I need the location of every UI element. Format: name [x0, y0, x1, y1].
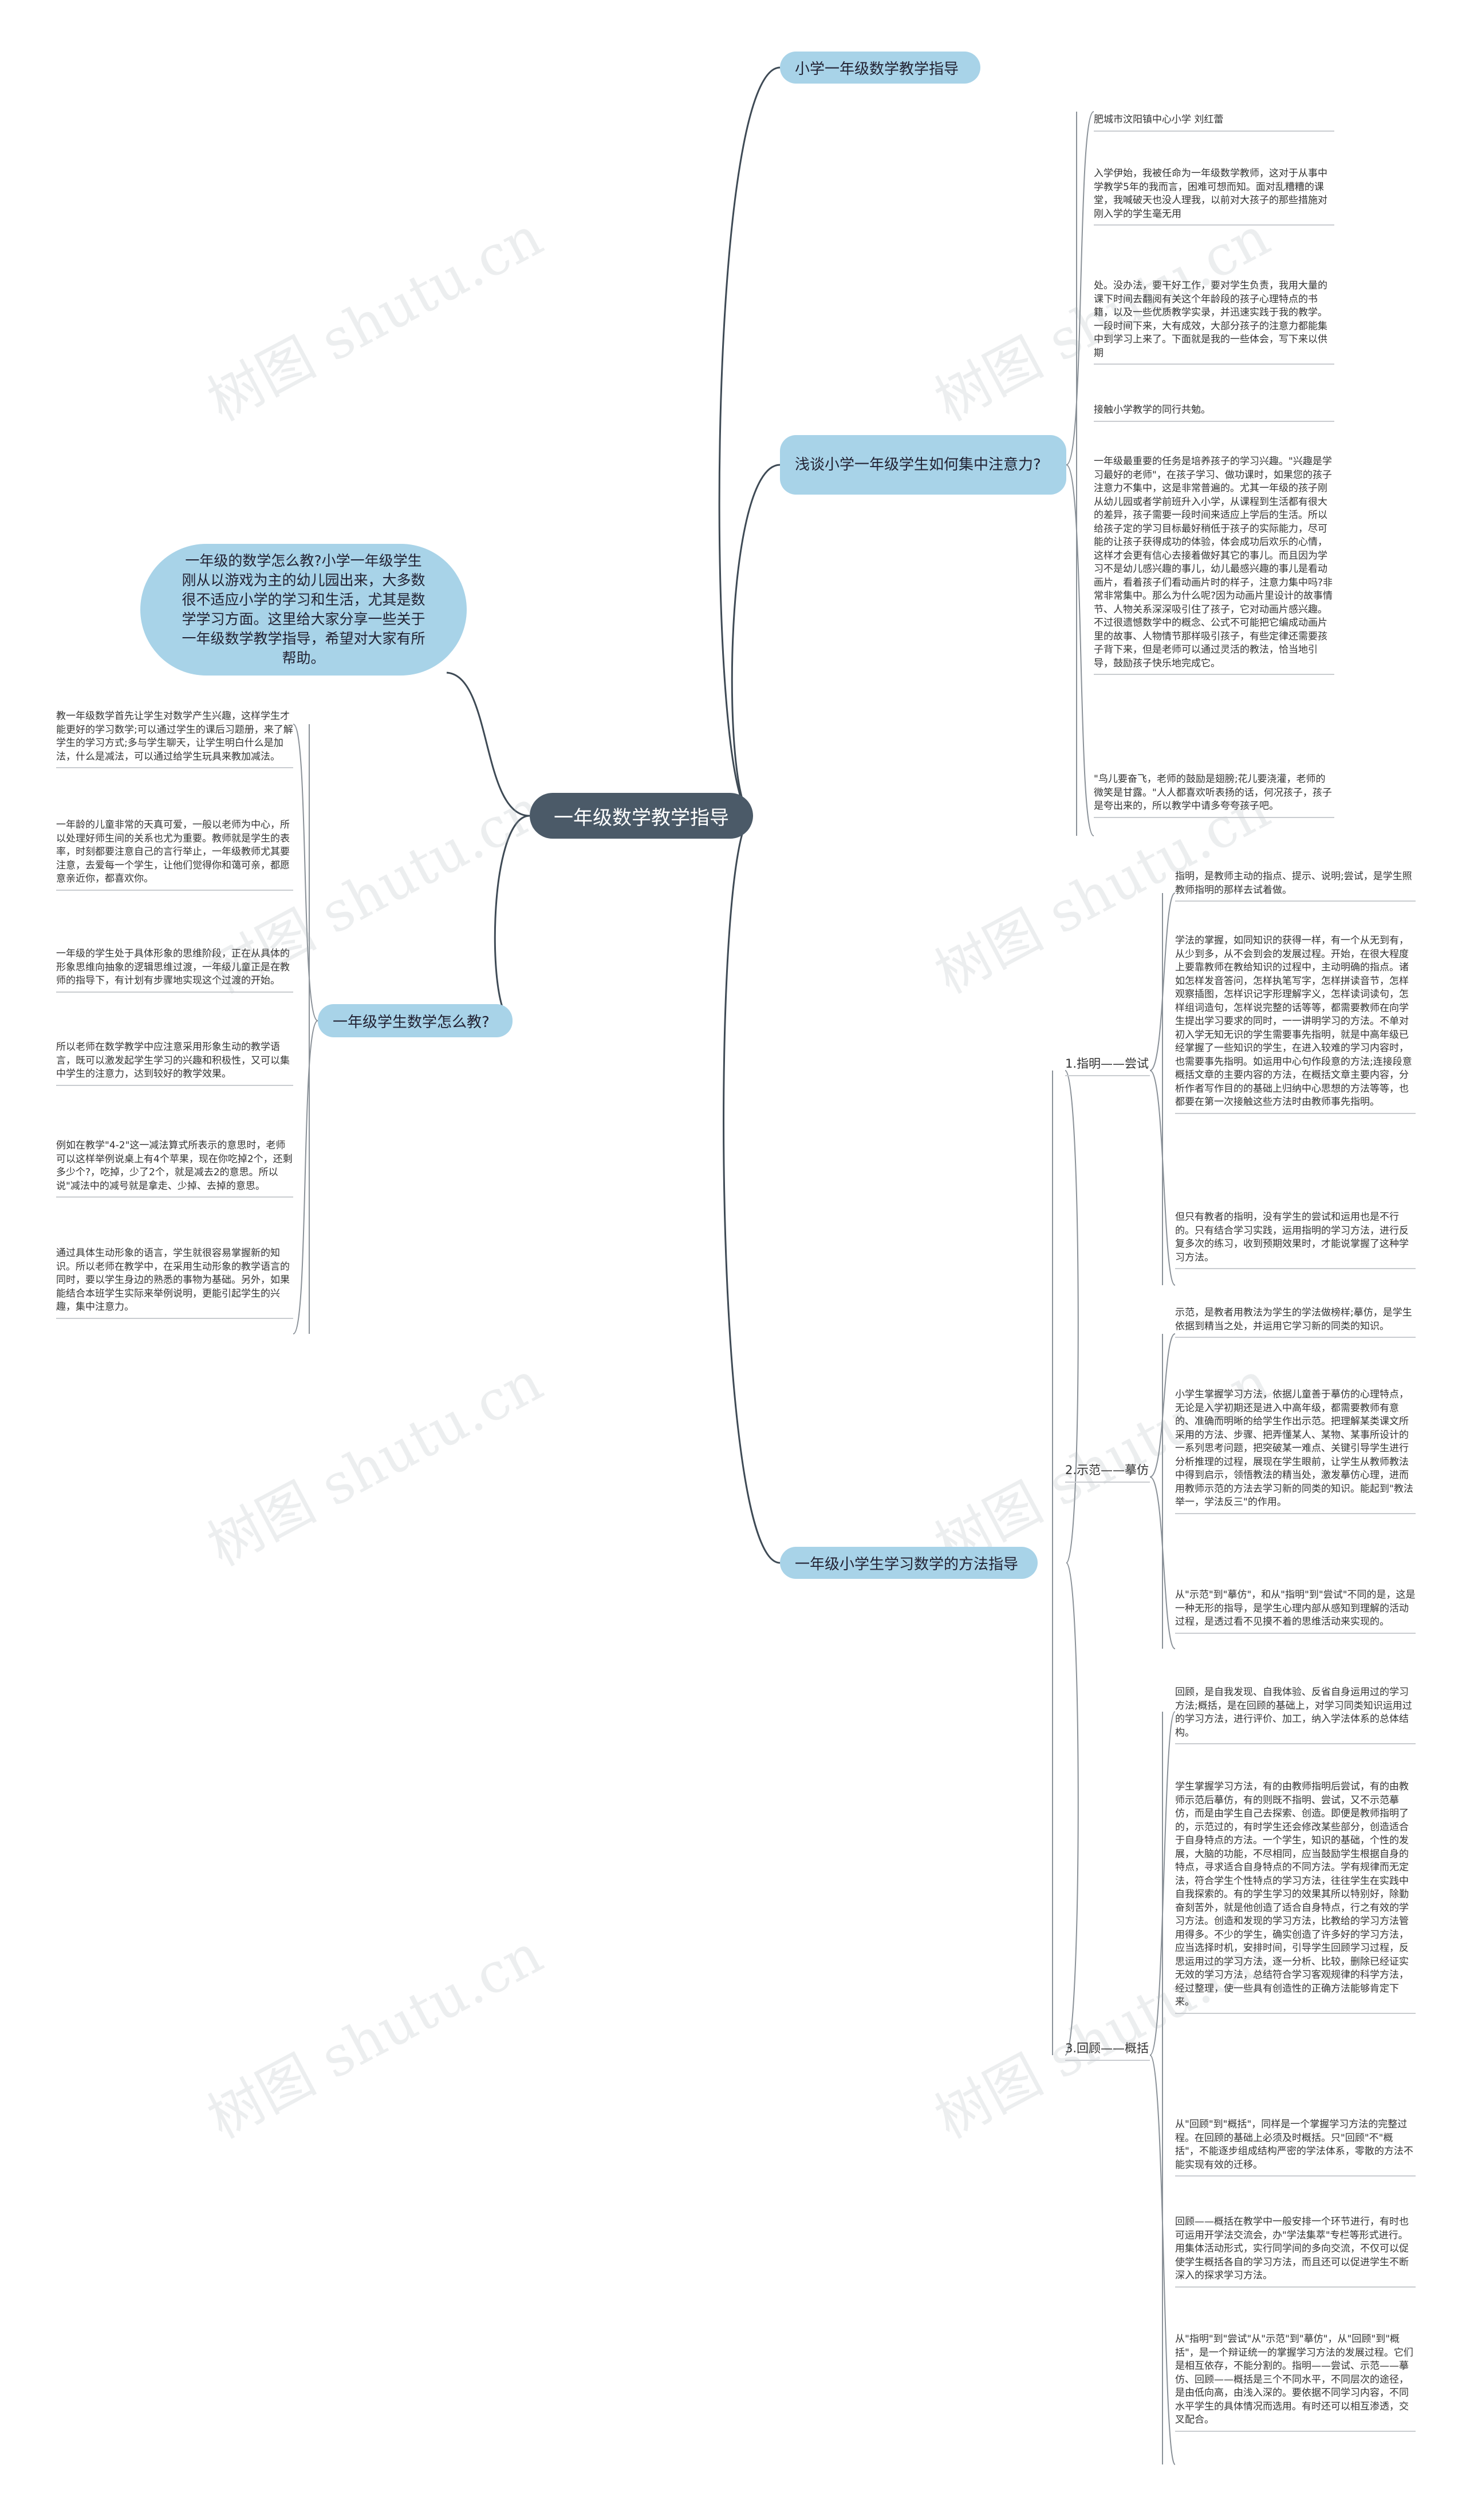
attention-leaf: 一年级最重要的任务是培养孩子的学习兴趣。"兴趣是学习最好的老师"，在孩子学习、做…	[1094, 455, 1334, 675]
intro-bubble[interactable]: 一年级的数学怎么教?小学一年级学生刚从以游戏为主的幼儿园出来，大多数很不适应小学…	[140, 544, 467, 676]
method-sub-2[interactable]: 2.示范——摹仿	[1065, 1461, 1150, 1483]
branch-method-label: 一年级小学生学习数学的方法指导	[795, 1555, 1019, 1573]
link-intro	[446, 672, 530, 817]
sub1-leaf: 指明，是教师主动的指点、提示、说明;尝试，是学生照教师指明的那样去试着做。	[1175, 870, 1416, 902]
attention-leaf: "鸟儿要奋飞，老师的鼓励是翅膀;花儿要浇灌，老师的微笑是甘露。"人人都喜欢听表扬…	[1094, 773, 1334, 818]
sub2-leaf: 示范，是教者用教法为学生的学法做榜样;摹仿，是学生依据到精当之处，并运用它学习新…	[1175, 1306, 1416, 1338]
method-sub-1[interactable]: 1.指明——尝试	[1065, 1054, 1150, 1076]
attention-leaf: 肥城市汶阳镇中心小学 刘红蕾	[1094, 113, 1334, 132]
howto-leaf: 通过具体生动形象的语言，学生就很容易掌握新的知识。所以老师在教学中，在采用生动形…	[56, 1247, 293, 1319]
sub1-leaf: 学法的掌握，如同知识的获得一样，有一个从无到有，从少到多，从不会到会的发展过程。…	[1175, 934, 1416, 1114]
branch-howto[interactable]: 一年级学生数学怎么教?	[318, 1004, 513, 1037]
sub2-leaf: 小学生掌握学习方法，依据儿童善于摹仿的心理特点，无论是入学初期还是进入中高年级，…	[1175, 1388, 1416, 1514]
link-howto-leaves	[293, 724, 318, 1334]
attention-leaf: 处。没办法，要干好工作，要对学生负责，我用大量的课下时间去翻阅有关这个年龄段的孩…	[1094, 279, 1334, 365]
attention-leaf: 接触小学教学的同行共勉。	[1094, 404, 1334, 422]
sub3-leaf: 学生掌握学习方法，有的由教师指明后尝试，有的由教师示范后摹仿，有的则既不指明、尝…	[1175, 1780, 1416, 2014]
branch-attention[interactable]: 浅谈小学一年级学生如何集中注意力?	[780, 435, 1066, 495]
sub1-leaf: 但只有教者的指明，没有学生的尝试和运用也是不行的。只有结合学习实践，运用指明的学…	[1175, 1211, 1416, 1269]
branch-method[interactable]: 一年级小学生学习数学的方法指导	[780, 1547, 1038, 1579]
sub3-leaf: 回顾——概括在教学中一般安排一个环节进行，有时也可运用开学法交流会，办"学法集萃…	[1175, 2215, 1416, 2288]
link-attention	[731, 464, 781, 817]
link-howto	[494, 815, 530, 1022]
center-topic[interactable]: 一年级数学教学指导	[530, 793, 753, 839]
method-sub-3[interactable]: 3.回顾——概括	[1065, 2039, 1150, 2061]
howto-leaf: 例如在教学"4-2"这一减法算式所表示的意思时，老师可以这样举例说桌上有4个苹果…	[56, 1139, 293, 1198]
branch-guide-label: 小学一年级数学教学指导	[795, 60, 959, 78]
sub3-leaf: 回顾，是自我发现、自我体验、反省自身运用过的学习方法;概括，是在回顾的基础上，对…	[1175, 1686, 1416, 1744]
sub2-leaf: 从"示范"到"摹仿"，和从"指明"到"尝试"不同的是，这是一种无形的指导，是学生…	[1175, 1589, 1416, 1634]
link-method-subs	[1052, 1070, 1079, 2056]
branch-guide[interactable]: 小学一年级数学教学指导	[780, 52, 980, 84]
link-guide	[718, 66, 781, 817]
howto-leaf: 教一年级数学首先让学生对数学产生兴趣，这样学生才能更好的学习数学;可以通过学生的…	[56, 710, 293, 768]
branch-attention-label: 浅谈小学一年级学生如何集中注意力?	[795, 456, 1041, 473]
link-method	[723, 815, 781, 1564]
sub3-leaf: 从"指明"到"尝试"从"示范"到"摹仿"，从"回顾"到"概括"，是一个辩证统一的…	[1175, 2333, 1416, 2432]
howto-leaf: 所以老师在数学教学中应注意采用形象生动的教学语言，既可以激发起学生学习的兴趣和积…	[56, 1041, 293, 1086]
attention-leaf: 入学伊始，我被任命为一年级数学教师，这对于从事中学教学5年的我而言，困难可想而知…	[1094, 167, 1334, 226]
link-sub3-leaves	[1149, 1711, 1176, 2465]
howto-leaf: 一年龄的儿童非常的天真可爱，一般以老师为中心，所以处理好师生间的关系也尤为重要。…	[56, 819, 293, 891]
branch-howto-label: 一年级学生数学怎么教?	[333, 1013, 490, 1031]
sub3-leaf: 从"回顾"到"概括"，同样是一个掌握学习方法的完整过程。在回顾的基础上必须及时概…	[1175, 2118, 1416, 2177]
center-topic-label: 一年级数学教学指导	[554, 806, 729, 830]
link-attention-leaves	[1066, 111, 1094, 836]
link-sub2-leaves	[1149, 1333, 1176, 1649]
link-sub1-leaves	[1149, 892, 1176, 1286]
intro-text: 一年级的数学怎么教?小学一年级学生刚从以游戏为主的幼儿园出来，大多数很不适应小学…	[182, 552, 425, 666]
howto-leaf: 一年级的学生处于具体形象的思维阶段，正在从具体的形象思维向抽象的逻辑思维过渡，一…	[56, 947, 293, 993]
